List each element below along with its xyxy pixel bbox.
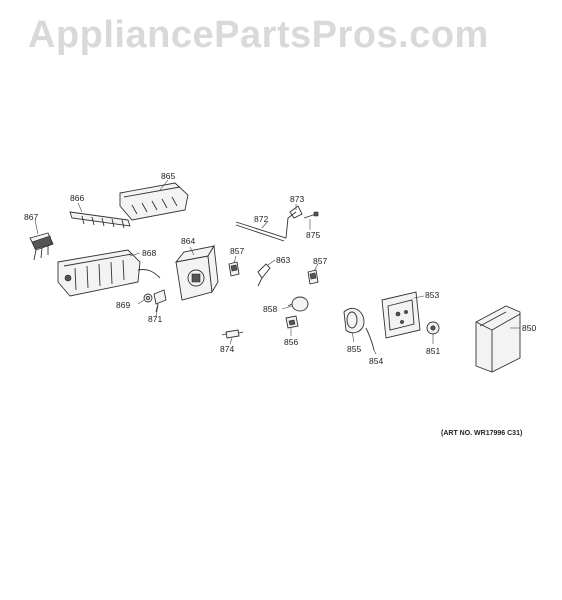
part-857-clip-b[interactable]: [307, 269, 319, 285]
callout-864: 864: [181, 236, 195, 246]
callout-865: 865: [161, 171, 175, 181]
callout-850: 850: [522, 323, 536, 333]
part-865-ice-rack[interactable]: [119, 182, 189, 221]
part-854-wire[interactable]: [365, 327, 375, 351]
callout-874: 874: [220, 344, 234, 354]
part-866-ejector[interactable]: [69, 211, 131, 229]
part-850-ice-bucket[interactable]: [475, 305, 521, 373]
callout-872: 872: [254, 214, 268, 224]
part-851-fan-blade[interactable]: [426, 321, 440, 335]
part-867-switch[interactable]: [29, 232, 54, 261]
callout-871: 871: [148, 314, 162, 324]
part-871-cam[interactable]: [153, 289, 167, 313]
part-874-fuse[interactable]: [221, 329, 244, 339]
part-873-bracket[interactable]: [289, 205, 303, 219]
callout-873: 873: [290, 194, 304, 204]
callout-851: 851: [426, 346, 440, 356]
callout-857b: 857: [313, 256, 327, 266]
part-869-nut[interactable]: [143, 293, 153, 303]
part-858-motor[interactable]: [287, 296, 309, 312]
callout-856: 856: [284, 337, 298, 347]
callout-869: 869: [116, 300, 130, 310]
callout-867: 867: [24, 212, 38, 222]
part-855-fan-motor[interactable]: [343, 308, 365, 334]
callout-854: 854: [369, 356, 383, 366]
part-863-lever[interactable]: [257, 263, 271, 287]
part-853-control-board[interactable]: [381, 291, 421, 339]
callout-857a: 857: [230, 246, 244, 256]
callout-855: 855: [347, 344, 361, 354]
part-857-clip-a[interactable]: [228, 261, 240, 277]
callout-875: 875: [306, 230, 320, 240]
part-875-screw[interactable]: [303, 211, 319, 219]
part-868-ice-mold[interactable]: [57, 249, 161, 297]
watermark-logo: AppliancePartsPros.com: [28, 14, 489, 56]
callout-858: 858: [263, 304, 277, 314]
art-number: (ART NO. WR17996 C31): [441, 430, 523, 437]
part-864-control-housing[interactable]: [174, 244, 219, 301]
callout-868: 868: [142, 248, 156, 258]
callout-853: 853: [425, 290, 439, 300]
part-856-switch[interactable]: [285, 315, 299, 329]
callout-863: 863: [276, 255, 290, 265]
callout-866: 866: [70, 193, 84, 203]
